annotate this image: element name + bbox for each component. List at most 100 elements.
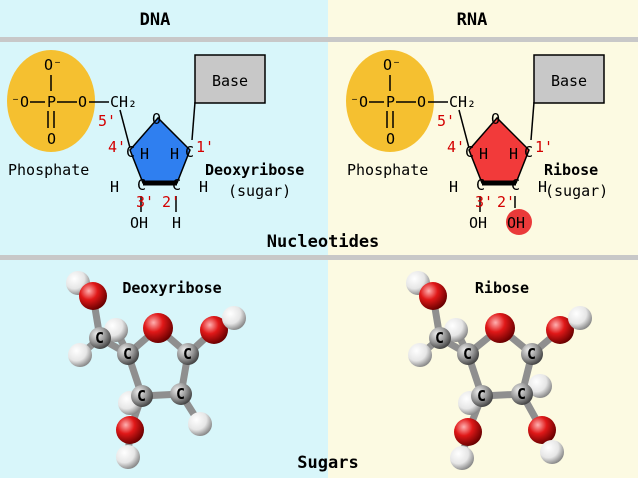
rna-ring-oxygen: O [491,110,500,128]
dna-base-bond [191,101,196,141]
rna-phosphate-label: Phosphate [347,161,428,179]
rna-hydrogen-atom [408,343,432,367]
rna-sugar-note: (sugar) [545,182,608,200]
dna-carbon-atom [89,327,111,349]
dna-ch2-label: CH₂ [110,93,137,111]
rna-carbon-label: C [527,345,536,363]
sugars-caption: Sugars [297,453,358,473]
rna-c4-label: C [465,143,474,161]
dna-c3-label: C [137,176,146,194]
dna-hydrogen-atom [68,343,92,367]
rna-prime-4: 4' [447,138,465,156]
rna-sugar-name: Ribose [544,161,598,179]
rna-carbon-label: C [435,329,444,347]
dna-hydrogen-atom [188,412,212,436]
rna-oxygen-atom [546,316,574,344]
dna-carbon-label: C [95,329,104,347]
rna-phosphate-circle [346,50,434,152]
rna-model-title: Ribose [475,279,529,297]
nucleotides-caption: Nucleotides [267,232,380,252]
section-divider [0,255,638,260]
rna-c1-label: C [524,143,533,161]
rna-prime-3: 3' [475,193,493,211]
dna-h-label: H [170,145,179,163]
dna-c2-label: C [172,176,181,194]
dna-phosphate-label: Phosphate [8,161,89,179]
dna-prime-1: 1' [196,138,214,156]
dna-c1-label: C [185,143,194,161]
dna-phosphate-o-top: O⁻ [44,56,62,74]
rna-2prime-hydroxyl-highlight [506,209,532,235]
dna-carbon-atom [177,343,199,365]
rna-hydrogen-atom [528,374,552,398]
dna-sugar-note: (sugar) [228,182,291,200]
rna-base-box [533,54,605,104]
rna-carbon-atom [521,343,543,365]
dna-bottom-left-group: OH [130,214,148,232]
dna-phosphate-circle [7,50,95,152]
dna-prime-2: 2' [162,193,180,211]
dna-hydrogen-atom [116,445,140,469]
rna-h-label: H [479,145,488,163]
rna-2prime-oxygen-atom [528,416,556,444]
dna-deoxyribose-ring [129,116,191,184]
dna-prime-5: 5' [98,112,116,130]
dna-prime-3: 3' [136,193,154,211]
dna-phosphate-o-right: O [78,93,87,111]
dna-carbon-label: C [176,385,185,403]
dna-h-label: H [140,145,149,163]
rna-carbon-atom [429,327,451,349]
rna-hydrogen-atom [540,440,564,464]
rna-carbon-atom [457,343,479,365]
dna-deoxyribose-model: Deoxyribose C C C C C [66,271,246,469]
dna-ring-oxygen: O [152,110,161,128]
rna-bottom-right-group: OH [507,214,525,232]
dna-carbon-atom [170,383,192,405]
rna-c3-label: C [476,176,485,194]
dna-base-label: Base [212,72,248,90]
rna-phosphate-p: P [386,93,395,111]
dna-base-box [194,54,266,104]
dna-oxygen-atom [200,316,228,344]
rna-h-label: H [509,145,518,163]
dna-c4-label: C [126,143,135,161]
dna-model-title: Deoxyribose [122,279,221,297]
rna-oxygen-atom [454,418,482,446]
dna-phosphate-p: P [47,93,56,111]
dna-carbon-label: C [123,345,132,363]
rna-bottom-left-group: OH [469,214,487,232]
rna-ring-oxygen-atom [485,313,515,343]
rna-prime-2: 2' [497,193,515,211]
rna-ch2-label: CH₂ [449,93,476,111]
rna-hydrogen-atom [450,446,474,470]
dna-prime-4: 4' [108,138,126,156]
rna-carbon-label: C [477,387,486,405]
rna-phosphate-o-left: ⁻O [350,93,368,111]
dna-oxygen-atom [116,416,144,444]
rna-carbon-atom [511,383,533,405]
dna-ring-oxygen-atom [143,313,173,343]
rna-carbon-label: C [463,345,472,363]
dna-phosphate-o-left: ⁻O [11,93,29,111]
dna-carbon-atom [117,343,139,365]
rna-phosphate-o-right: O [417,93,426,111]
rna-carbon-label: C [517,385,526,403]
dna-carbon-label: C [183,345,192,363]
dna-bottom-right-group: H [172,214,181,232]
rna-ribose-model: Ribose C C C C C [406,271,592,470]
header-divider [0,37,638,42]
rna-prime-1: 1' [535,138,553,156]
rna-c2-label: C [511,176,520,194]
dna-hydrogen-atom [222,306,246,330]
dna-oxygen-atom [79,282,107,310]
dna-header: DNA [140,10,171,30]
dna-phosphate-o-bottom: O [47,130,56,148]
dna-nucleotide: O⁻ ⁻O P O O CH₂ Phosphate O Base C C C C… [7,50,304,232]
rna-oxygen-atom [419,282,447,310]
rna-base-bond [530,101,535,141]
rna-base-label: Base [551,72,587,90]
rna-carbon-atom [471,385,493,407]
rna-hydrogen-atom [568,306,592,330]
dna-carbon-label: C [137,387,146,405]
